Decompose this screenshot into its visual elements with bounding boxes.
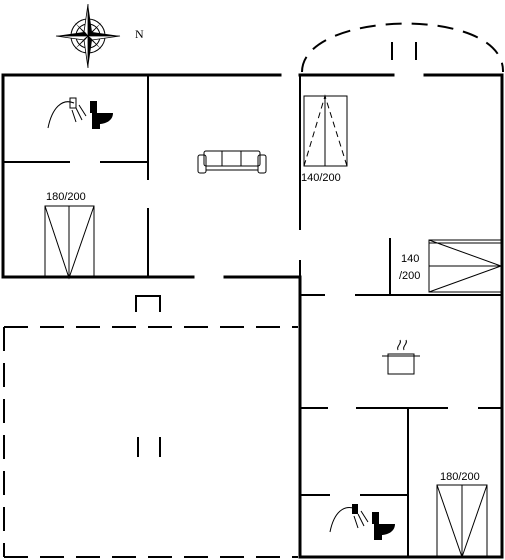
- terrace-outline: [3, 326, 298, 558]
- compass-rose-icon: [55, 3, 121, 69]
- bed-3-label-line1: 140: [401, 253, 419, 265]
- cooking-pot-icon: [382, 339, 420, 375]
- toilet-icon: [372, 512, 395, 540]
- bed-1-label: 180/200: [46, 191, 86, 203]
- outer-walls: [1, 73, 504, 559]
- bed-4-label: 180/200: [440, 471, 480, 483]
- bed-2: [303, 94, 348, 167]
- bed-2-label: 140/200: [301, 172, 341, 184]
- interior-walls: [3, 75, 502, 557]
- bed-3-label-line2: /200: [399, 270, 420, 282]
- bed-4: [436, 484, 488, 559]
- bed-1: [44, 205, 95, 280]
- bed-3: [428, 239, 503, 293]
- sofa-icon: [197, 150, 267, 174]
- shower-icon: [329, 504, 369, 533]
- compass-north-label: N: [135, 27, 144, 41]
- annex-outline: [301, 22, 505, 73]
- entry-step: [135, 295, 161, 312]
- shower-icon: [47, 97, 87, 129]
- toilet-icon: [90, 101, 113, 129]
